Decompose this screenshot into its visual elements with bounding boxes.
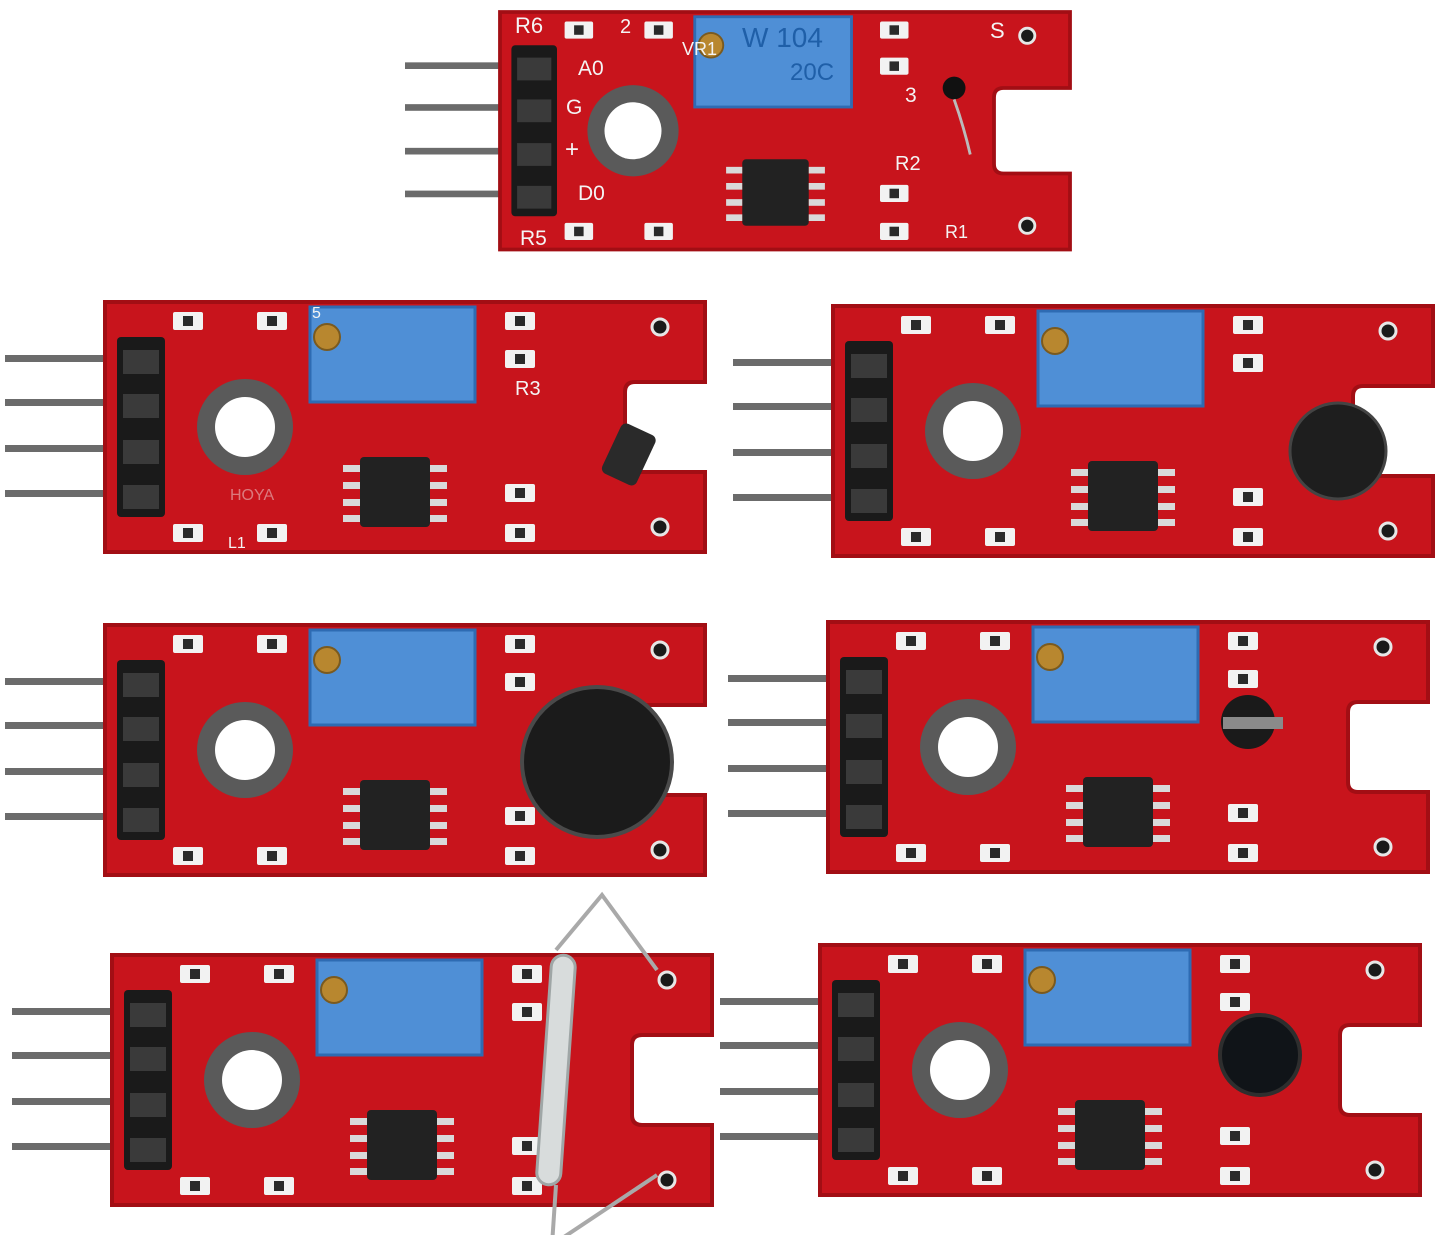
reed-switch-glass [535,953,577,1187]
thermistor-leads [952,98,972,155]
thermistor-sensor [942,76,966,100]
label-r1: R1 [945,222,968,242]
label-d0: D0 [578,182,605,205]
label-three: 3 [905,84,917,107]
label-hoya: HOYA [230,487,274,504]
pot-line2: 20C [790,59,834,86]
silkscreen-labels: R6 A0 G + D0 R5 2 VR1 S 3 R2 R1 R3 5 L1 … [228,13,1005,552]
label-r3: R3 [515,378,541,400]
label-r6: R6 [515,13,543,38]
board-big-microphone [3,623,707,877]
board-flame-sensor [718,943,1422,1197]
label-plus: + [565,136,579,163]
hall-sensor-chip [601,423,656,486]
label-vr1: VR1 [682,39,717,59]
small-microphone [1288,401,1388,501]
label-r5: R5 [520,227,547,250]
label-two: 2 [620,16,631,38]
reed-switch-leads [550,891,659,1235]
big-microphone [520,685,674,839]
potentiometer-markings: W 104 20C [742,22,834,86]
board-reed-switch [10,891,714,1235]
board-hall-sensor [3,300,707,554]
label-l1: L1 [228,535,246,552]
label-g: G [566,96,582,119]
label-five: 5 [312,305,321,322]
board-touch-sensor [726,620,1430,874]
board-small-microphone [731,304,1435,558]
label-a0: A0 [578,57,604,80]
label-r2: R2 [895,153,921,175]
flame-sensor-led [1218,1013,1302,1097]
board-digital-temperature [403,10,1072,252]
label-s: S [990,18,1005,43]
pot-line1: W 104 [742,22,823,53]
